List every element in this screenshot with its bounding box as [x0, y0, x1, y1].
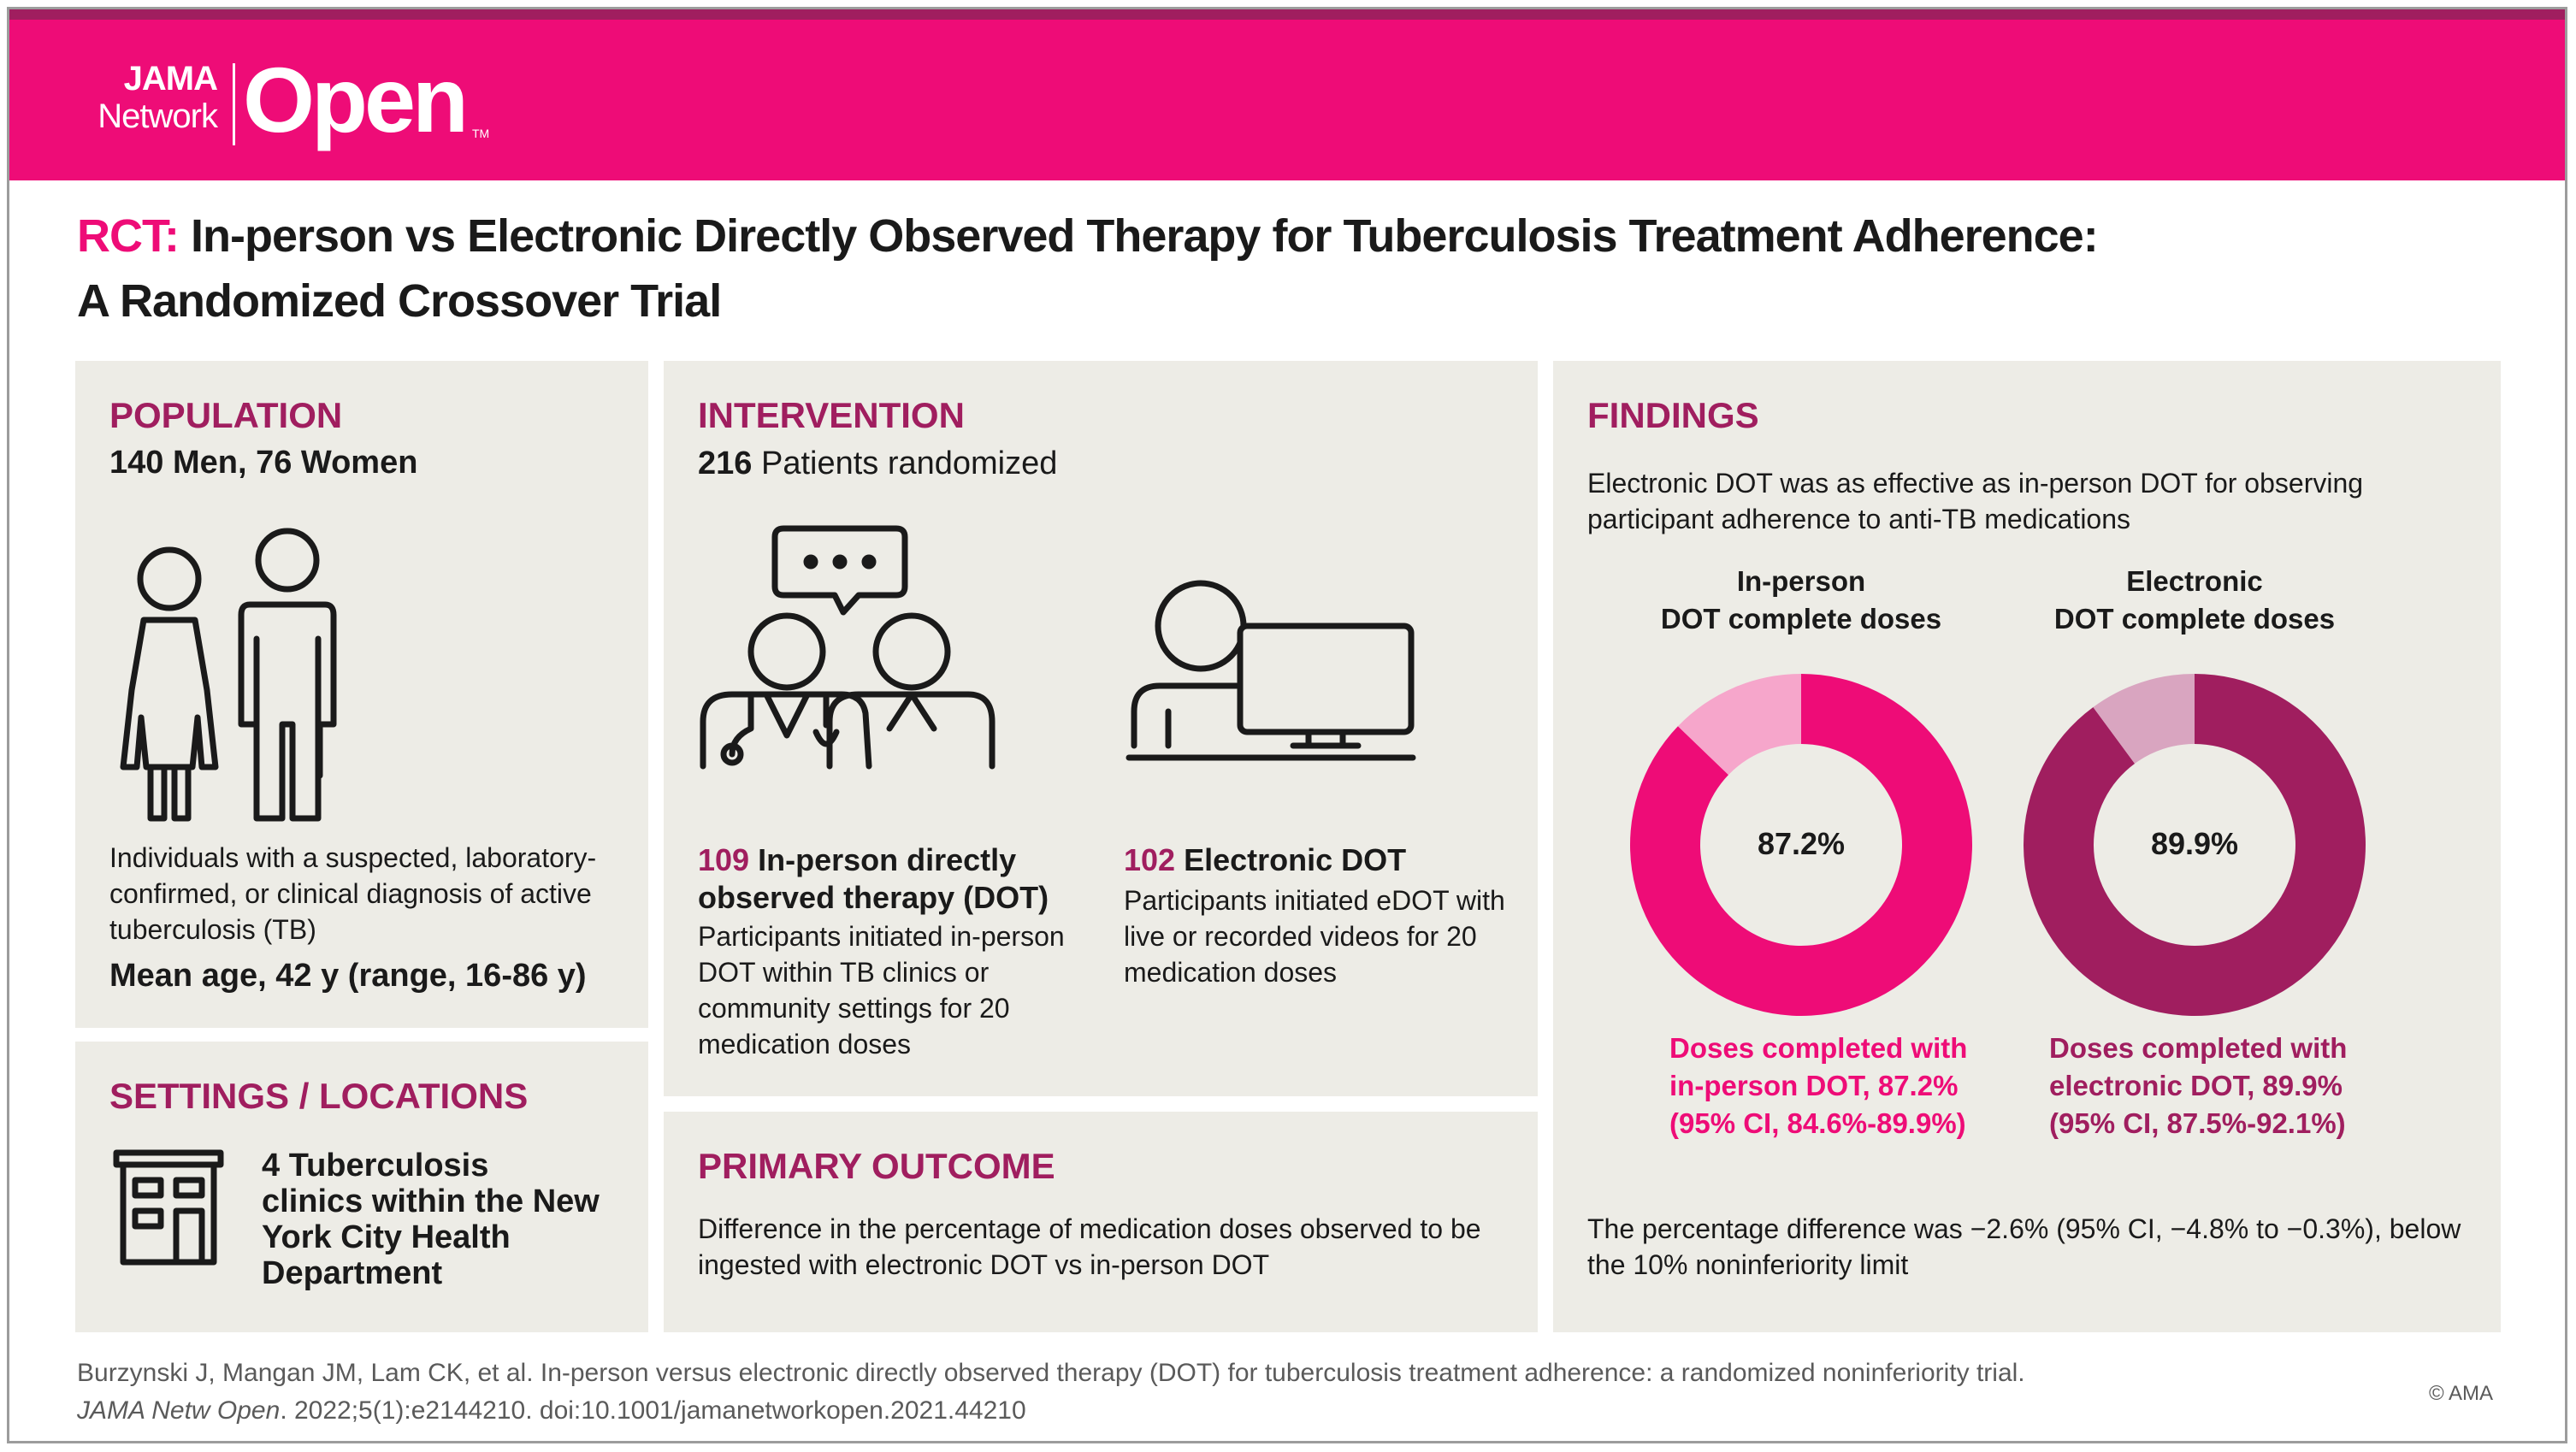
electronic-donut-center-label: 89.9%: [2150, 826, 2239, 861]
intervention-panel: INTERVENTION 216 Patients randomized 1: [664, 361, 1538, 1096]
settings-line4: Department: [262, 1255, 443, 1291]
left-chart-title-l2: DOT complete doses: [1660, 603, 1942, 635]
electronic-slice-incomplete: [2093, 674, 2195, 764]
inperson-title-l1: 109 In-person directly: [698, 841, 1016, 879]
title-prefix: RCT:: [77, 210, 180, 262]
inperson-desc-l1: Participants initiated in-person: [698, 921, 1065, 952]
inperson-slice-complete: [1630, 674, 1972, 1016]
primary-outcome-panel: PRIMARY OUTCOME Difference in the percen…: [664, 1112, 1538, 1332]
settings-line3: York City Health: [262, 1219, 511, 1255]
inperson-title-l2: observed therapy (DOT): [698, 880, 1049, 915]
inperson-desc-l2: DOT within TB clinics or: [698, 957, 990, 988]
inperson-desc-l3: community settings for 20: [698, 993, 1010, 1024]
population-description-l3: tuberculosis (TB): [109, 914, 316, 945]
inperson-title-text: In-person directly: [758, 842, 1017, 877]
findings-difference-l2: the 10% noninferiority limit: [1587, 1249, 1909, 1280]
inperson-slice-incomplete: [1677, 674, 1801, 776]
header-top-strip: [9, 9, 2565, 20]
electronic-count: 102: [1124, 842, 1176, 877]
electronic-desc-l1: Participants initiated eDOT with: [1124, 885, 1505, 916]
citation-l1: Burzynski J, Mangan JM, Lam CK, et al. I…: [77, 1359, 2025, 1387]
findings-panel: FINDINGS Electronic DOT was as effective…: [1553, 361, 2501, 1332]
intervention-randomized: 216 Patients randomized: [698, 443, 1057, 484]
population-mean-age: Mean age, 42 y (range, 16-86 y): [109, 958, 587, 994]
logo-network: Network: [97, 97, 218, 135]
copyright: © AMA: [2429, 1382, 2494, 1405]
population-counts: 140 Men, 76 Women: [109, 445, 418, 481]
left-caption-l1: Doses completed with: [1669, 1032, 1968, 1064]
inperson-desc-l4: medication doses: [698, 1029, 912, 1059]
inperson-count: 109: [698, 842, 750, 877]
findings-summary-l2: participant adherence to anti-TB medicat…: [1587, 504, 2131, 534]
population-description-l2: confirmed, or clinical diagnosis of acti…: [109, 878, 592, 909]
electronic-donut-chart: [2024, 674, 2366, 1016]
primary-outcome-heading: PRIMARY OUTCOME: [698, 1146, 1055, 1186]
logo-trademark: TM: [472, 127, 490, 140]
population-panel: POPULATION 140 Men, 76 Women Individuals…: [75, 361, 648, 1028]
logo-jama: JAMA: [123, 60, 218, 97]
title-line2: A Randomized Crossover Trial: [77, 275, 722, 327]
findings-summary-l1: Electronic DOT was as effective as in-pe…: [1587, 468, 2364, 499]
man-and-woman-icon: [109, 519, 366, 831]
findings-difference-l1: The percentage difference was −2.6% (95%…: [1587, 1213, 2461, 1244]
citation-details: . 2022;5(1):e2144210. doi:10.1001/jamane…: [280, 1396, 1026, 1425]
primary-outcome-l2: ingested with electronic DOT vs in-perso…: [698, 1249, 1270, 1280]
logo-divider: [233, 63, 235, 145]
inperson-donut-chart: [1630, 674, 1972, 1016]
settings-heading: SETTINGS / LOCATIONS: [109, 1076, 529, 1116]
inperson-donut-center-label: 87.2%: [1757, 826, 1846, 861]
population-heading: POPULATION: [109, 395, 343, 435]
person-at-computer-icon: [1126, 575, 1416, 767]
title-line1: In-person vs Electronic Directly Observe…: [191, 210, 2099, 262]
electronic-desc-l2: live or recorded videos for 20: [1124, 921, 1477, 952]
page-frame: [7, 7, 2567, 1443]
electronic-desc-l3: medication doses: [1124, 957, 1338, 988]
settings-line2: clinics within the New: [262, 1183, 600, 1219]
randomized-count: 216: [698, 446, 753, 481]
settings-line1: 4 Tuberculosis: [262, 1148, 489, 1183]
building-icon: [113, 1149, 224, 1273]
right-chart-title-l1: Electronic: [2126, 565, 2263, 597]
electronic-slice-complete: [2024, 674, 2366, 1016]
left-caption-l2: in-person DOT, 87.2%: [1669, 1070, 1959, 1101]
citation-journal: JAMA Netw Open: [77, 1396, 281, 1425]
right-caption-l1: Doses completed with: [2049, 1032, 2348, 1064]
randomized-text: Patients randomized: [760, 446, 1058, 481]
logo-open: Open: [243, 48, 469, 151]
population-description-l1: Individuals with a suspected, laboratory…: [109, 842, 597, 873]
left-chart-title-l1: In-person: [1736, 565, 1866, 597]
primary-outcome-l1: Difference in the percentage of medicati…: [698, 1213, 1481, 1244]
right-caption-l2: electronic DOT, 89.9%: [2049, 1070, 2343, 1101]
citation-l2: JAMA Netw Open. 2022;5(1):e2144210. doi:…: [77, 1392, 1026, 1430]
right-caption-l3: (95% CI, 87.5%-92.1%): [2049, 1107, 2346, 1139]
left-caption-l3: (95% CI, 84.6%-89.9%): [1669, 1107, 1966, 1139]
right-chart-title-l2: DOT complete doses: [2053, 603, 2336, 635]
intervention-heading: INTERVENTION: [698, 395, 965, 435]
electronic-title-text: Electronic DOT: [1184, 842, 1407, 877]
clinician-and-patient-conversation-icon: [698, 523, 997, 776]
findings-heading: FINDINGS: [1587, 395, 1759, 435]
settings-panel: SETTINGS / LOCATIONS 4 Tuberculosis clin…: [75, 1042, 648, 1332]
header-banner: [9, 9, 2565, 180]
page-title: RCT: In-person vs Electronic Directly Ob…: [77, 204, 2099, 333]
electronic-title: 102 Electronic DOT: [1124, 841, 1406, 879]
